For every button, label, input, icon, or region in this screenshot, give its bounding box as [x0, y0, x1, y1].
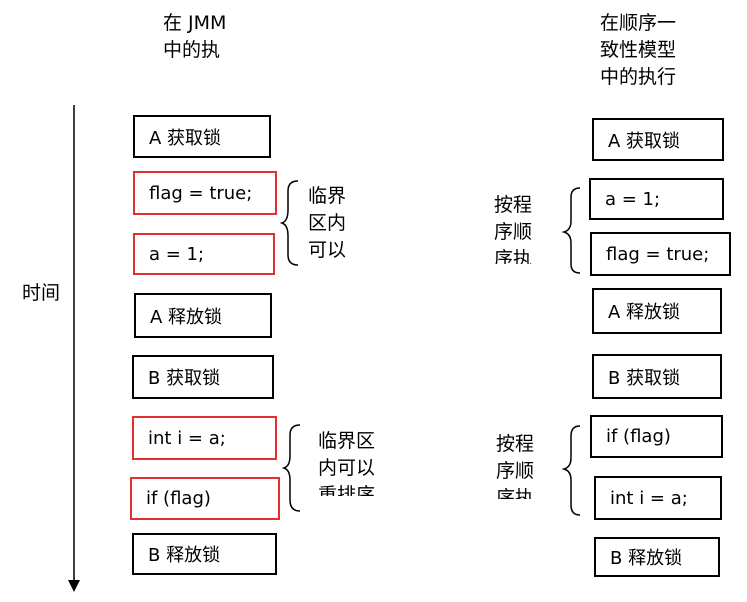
right-bottom-brace: [561, 425, 581, 516]
jmm-step-box-reordered: a = 1;: [133, 233, 275, 275]
annotation-line: 临界区: [318, 430, 376, 452]
jmm-step-box-reordered: flag = true;: [133, 171, 277, 215]
sc-step-box: a = 1;: [589, 178, 724, 220]
jmm-step-box: A 获取锁: [133, 115, 271, 158]
right-top-brace: [561, 187, 581, 274]
jmm-step-box: B 获取锁: [132, 355, 274, 399]
left-bottom-annotation: 临界区 内可以 重排序: [318, 428, 398, 496]
annotation-line: 按程: [494, 194, 533, 216]
sc-step-box: flag = true;: [590, 232, 731, 276]
sc-step-box: int i = a;: [594, 476, 722, 520]
annotation-line: 内可以: [318, 457, 376, 479]
jmm-step-box: A 释放锁: [134, 293, 272, 338]
annotation-line: 序顺: [496, 460, 535, 482]
sc-step-box: A 释放锁: [592, 288, 722, 334]
right-bottom-annotation: 按程 序顺 序执: [496, 431, 556, 499]
annotation-line: 临界: [308, 185, 347, 207]
jmm-step-box-reordered: int i = a;: [132, 416, 277, 460]
sc-step-box: B 获取锁: [592, 354, 722, 399]
jmm-step-box-reordered: if (flag): [130, 477, 280, 520]
annotation-line: 序执: [494, 248, 533, 264]
sc-step-box: B 释放锁: [594, 537, 720, 577]
time-axis-label: 时间: [22, 282, 61, 304]
right-top-annotation: 按程 序顺 序执: [494, 192, 554, 264]
jmm-step-box: B 释放锁: [132, 533, 277, 575]
left-top-brace: [279, 180, 299, 266]
left-top-annotation: 临界 区内 可以: [308, 183, 368, 263]
annotation-line: 可以: [308, 239, 347, 261]
annotation-line: 重排序: [318, 484, 376, 496]
annotation-line: 区内: [308, 212, 347, 234]
sc-step-box: A 获取锁: [592, 118, 724, 161]
jmm-column-header: 在 JMM 中的执: [163, 12, 227, 61]
sc-step-box: if (flag): [590, 415, 723, 458]
left-bottom-brace: [281, 424, 301, 512]
annotation-line: 序执: [496, 487, 535, 499]
time-axis-arrowhead: [68, 580, 80, 592]
annotation-line: 序顺: [494, 221, 533, 243]
sc-column-header: 在顺序一 致性模型 中的执行: [600, 12, 677, 88]
annotation-line: 按程: [496, 433, 535, 455]
